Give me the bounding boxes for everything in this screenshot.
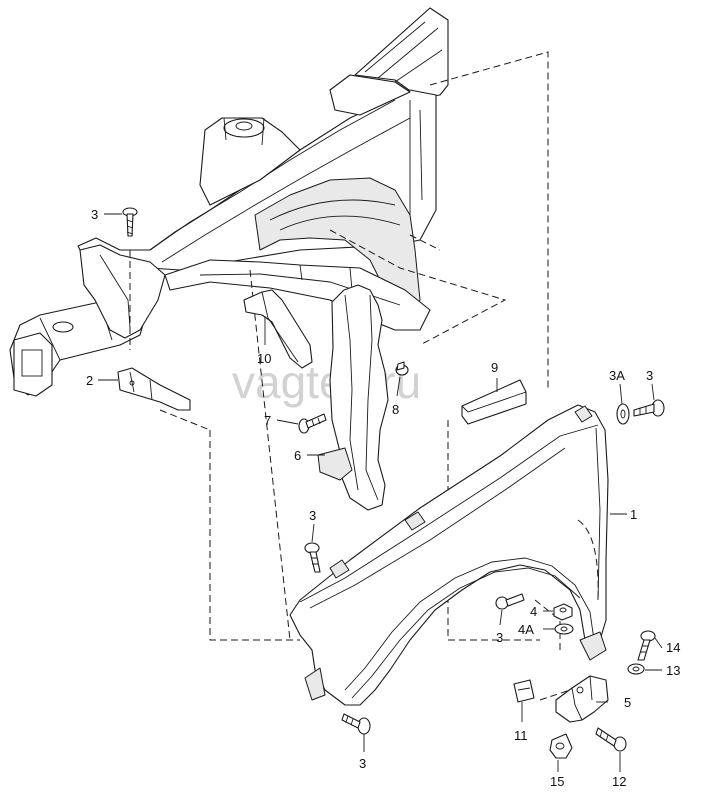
fasteners bbox=[122, 207, 665, 759]
callout-1: 1 bbox=[630, 507, 637, 522]
callout-4: 4 bbox=[530, 604, 537, 619]
part-2-bracket bbox=[117, 367, 191, 411]
washer-3a bbox=[616, 403, 630, 425]
callout-labels: 3 2 10 9 7 8 6 3A 3 1 3 3 4 4A 14 13 5 1… bbox=[86, 207, 680, 789]
bolt-3-mid bbox=[304, 542, 321, 573]
part-11-clip bbox=[513, 679, 535, 703]
callout-3-right: 3 bbox=[646, 368, 653, 383]
callout-3a: 3A bbox=[609, 368, 625, 383]
part-6-baffle bbox=[317, 284, 389, 511]
watermark: vagtec.ru bbox=[232, 356, 421, 408]
callout-9: 9 bbox=[491, 360, 498, 375]
bolt-8 bbox=[395, 361, 409, 376]
bolt-3-wheel bbox=[495, 593, 525, 610]
callout-13: 13 bbox=[666, 663, 680, 678]
washer-4a bbox=[554, 623, 574, 635]
bolt-3-bottom bbox=[341, 713, 371, 735]
assembly-dashed-lines bbox=[129, 51, 606, 701]
part-5-bracket bbox=[555, 675, 609, 723]
callout-3-mid: 3 bbox=[309, 508, 316, 523]
callout-8: 8 bbox=[392, 402, 399, 417]
callout-leaders bbox=[98, 213, 663, 772]
part-10-bracket bbox=[243, 289, 313, 369]
part-9-wedge bbox=[461, 379, 527, 425]
bolt-12 bbox=[595, 727, 627, 752]
nut-15 bbox=[549, 733, 573, 759]
callout-7: 7 bbox=[264, 413, 271, 428]
body-frame-structure bbox=[9, 7, 449, 397]
callout-2: 2 bbox=[86, 373, 93, 388]
callout-6: 6 bbox=[294, 448, 301, 463]
callout-11: 11 bbox=[514, 728, 528, 743]
bolt-14 bbox=[637, 630, 656, 661]
callout-5: 5 bbox=[624, 695, 631, 710]
bolt-3-right bbox=[633, 399, 665, 417]
part-1-fender bbox=[289, 404, 609, 706]
callout-14: 14 bbox=[666, 640, 680, 655]
callout-12: 12 bbox=[612, 774, 626, 789]
callout-3-wheel: 3 bbox=[496, 630, 503, 645]
bolt-7 bbox=[298, 413, 327, 434]
washer-13 bbox=[627, 663, 645, 675]
callout-10: 10 bbox=[257, 351, 271, 366]
callout-4a: 4A bbox=[518, 622, 534, 637]
nut-4 bbox=[553, 603, 573, 621]
callout-3-bottom: 3 bbox=[359, 756, 366, 771]
callout-3-top: 3 bbox=[91, 207, 98, 222]
bolt-3-top bbox=[122, 207, 138, 237]
callout-15: 15 bbox=[550, 774, 564, 789]
